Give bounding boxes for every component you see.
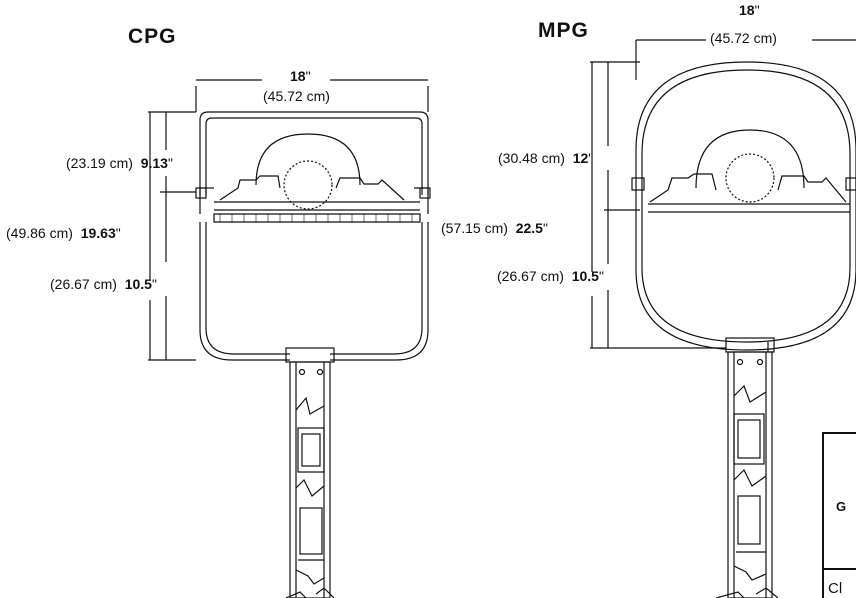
mpg-dim-bottom-cm: (26.67 cm) bbox=[497, 268, 564, 284]
cpg-dim-total-cm: (49.86 cm) bbox=[6, 225, 73, 241]
mpg-dim-top-inch: 12 bbox=[572, 150, 589, 166]
spec-table-divider bbox=[824, 568, 856, 570]
mpg-dim-total-unit: " bbox=[542, 220, 548, 236]
mpg-title: MPG bbox=[538, 19, 589, 42]
mpg-width-inch-value: 18 bbox=[739, 2, 755, 18]
cpg-dim-total-unit: " bbox=[115, 225, 121, 241]
spec-table-header: G bbox=[836, 499, 847, 514]
mpg-width-inch-unit: " bbox=[754, 2, 760, 18]
mpg-dim-total: (57.15 cm) 22.5" bbox=[441, 220, 548, 236]
cpg-width-inch: 18" bbox=[290, 68, 311, 84]
cpg-dim-top: (23.19 cm) 9.13" bbox=[66, 155, 173, 171]
mpg-width-cm: (45.72 cm) bbox=[710, 30, 777, 46]
cpg-dim-bottom-inch: 10.5 bbox=[124, 276, 152, 292]
mpg-dim-bottom-inch: 10.5 bbox=[571, 268, 599, 284]
spec-table-fragment: G Cl bbox=[822, 432, 856, 598]
cpg-dim-top-unit: " bbox=[167, 155, 173, 171]
cpg-dim-total-inch: 19.63 bbox=[80, 225, 116, 241]
mpg-dim-bottom-unit: " bbox=[598, 268, 604, 284]
cpg-dim-bottom: (26.67 cm) 10.5" bbox=[50, 276, 157, 292]
cpg-width-inch-value: 18 bbox=[290, 68, 306, 84]
cpg-dim-top-cm: (23.19 cm) bbox=[66, 155, 133, 171]
mpg-dim-total-cm: (57.15 cm) bbox=[441, 220, 508, 236]
cpg-dim-bottom-unit: " bbox=[151, 276, 157, 292]
mpg-width-inch: 18" bbox=[739, 2, 760, 18]
mpg-dim-total-inch: 22.5 bbox=[515, 220, 543, 236]
spec-table-row: Cl bbox=[828, 580, 843, 597]
mpg-dim-top-unit: " bbox=[588, 150, 594, 166]
cpg-dim-total: (49.86 cm) 19.63" bbox=[6, 225, 121, 241]
mpg-dim-top-cm: (30.48 cm) bbox=[498, 150, 565, 166]
cpg-width-inch-unit: " bbox=[305, 68, 311, 84]
cpg-title: CPG bbox=[128, 25, 177, 48]
cpg-dim-bottom-cm: (26.67 cm) bbox=[50, 276, 117, 292]
mpg-dim-top: (30.48 cm) 12" bbox=[498, 150, 593, 166]
mpg-dim-bottom: (26.67 cm) 10.5" bbox=[497, 268, 604, 284]
cpg-width-cm: (45.72 cm) bbox=[263, 88, 330, 104]
cpg-dim-top-inch: 9.13 bbox=[140, 155, 168, 171]
